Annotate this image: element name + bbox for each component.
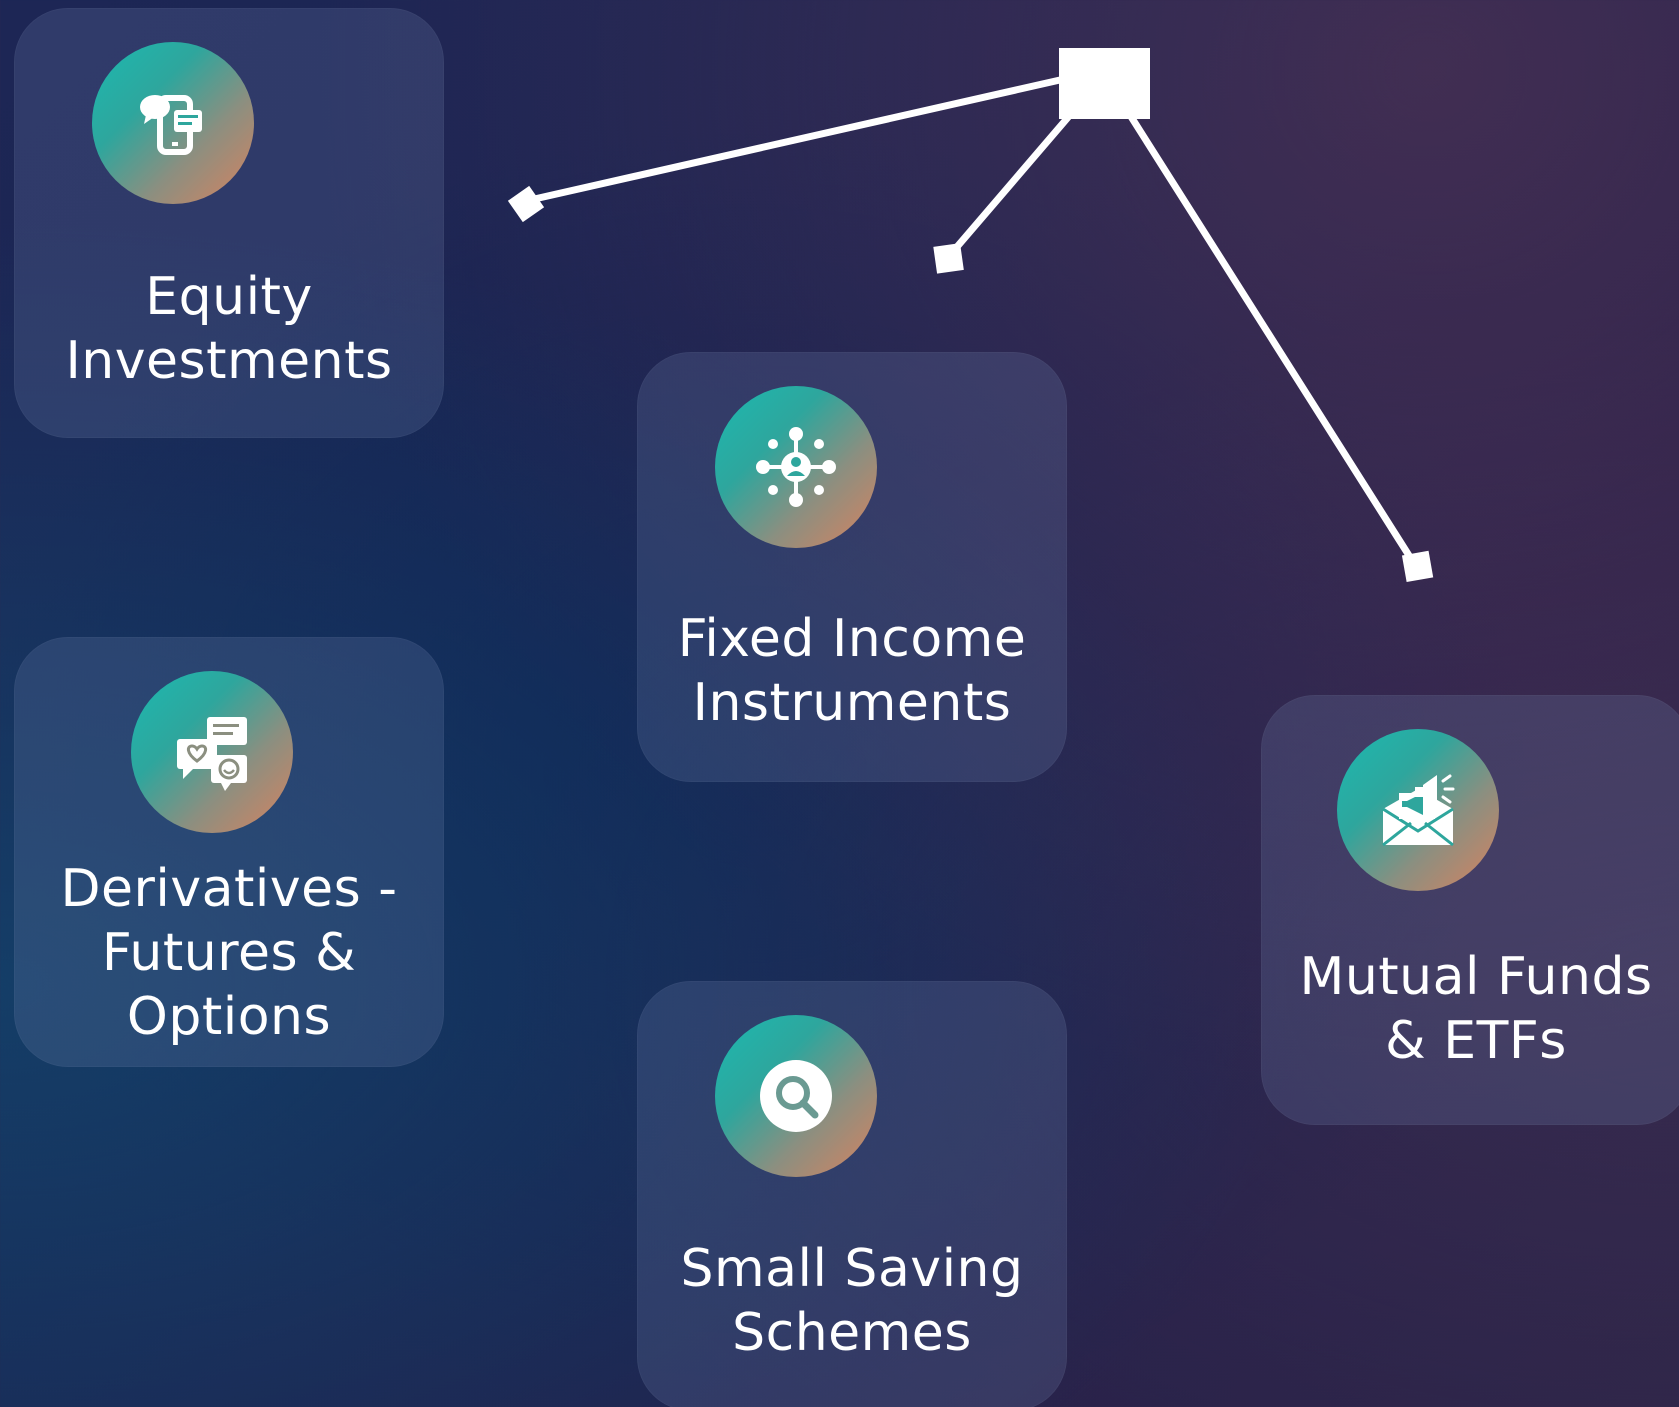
card-derivatives[interactable]: Derivatives - Futures & Options xyxy=(14,637,444,1067)
connector-endpoint-right xyxy=(1401,550,1434,583)
card-small-saving-schemes[interactable]: Small Saving Schemes xyxy=(637,981,1067,1407)
icon-badge xyxy=(715,1015,877,1177)
card-label: Fixed Income Instruments xyxy=(677,609,1027,733)
connector-line-right xyxy=(1126,111,1419,569)
card-label: Equity Investments xyxy=(65,267,393,391)
card-label: Derivatives - Futures & Options xyxy=(60,859,398,1047)
chat-reactions-icon xyxy=(177,717,247,791)
megaphone-envelope-icon xyxy=(1382,774,1455,847)
icon-badge xyxy=(715,386,877,548)
card-label: Small Saving Schemes xyxy=(680,1239,1024,1363)
network-user-icon xyxy=(756,427,836,507)
card-mutual-funds[interactable]: Mutual Funds & ETFs xyxy=(1261,695,1679,1125)
mobile-chat-icon xyxy=(140,95,202,155)
card-label: Mutual Funds & ETFs xyxy=(1299,947,1653,1071)
connector-line-middle xyxy=(946,111,1074,259)
icon-badge xyxy=(92,42,254,204)
card-fixed-income[interactable]: Fixed Income Instruments xyxy=(637,352,1067,782)
connector-endpoint-left xyxy=(507,185,545,223)
connector-line-left xyxy=(526,76,1064,204)
icon-badge xyxy=(1337,729,1499,891)
search-icon xyxy=(760,1060,832,1132)
icon-badge xyxy=(131,671,293,833)
connector-hub-node xyxy=(1059,48,1150,119)
connector-endpoint-middle xyxy=(933,243,964,274)
card-equity-investments[interactable]: Equity Investments xyxy=(14,8,444,438)
